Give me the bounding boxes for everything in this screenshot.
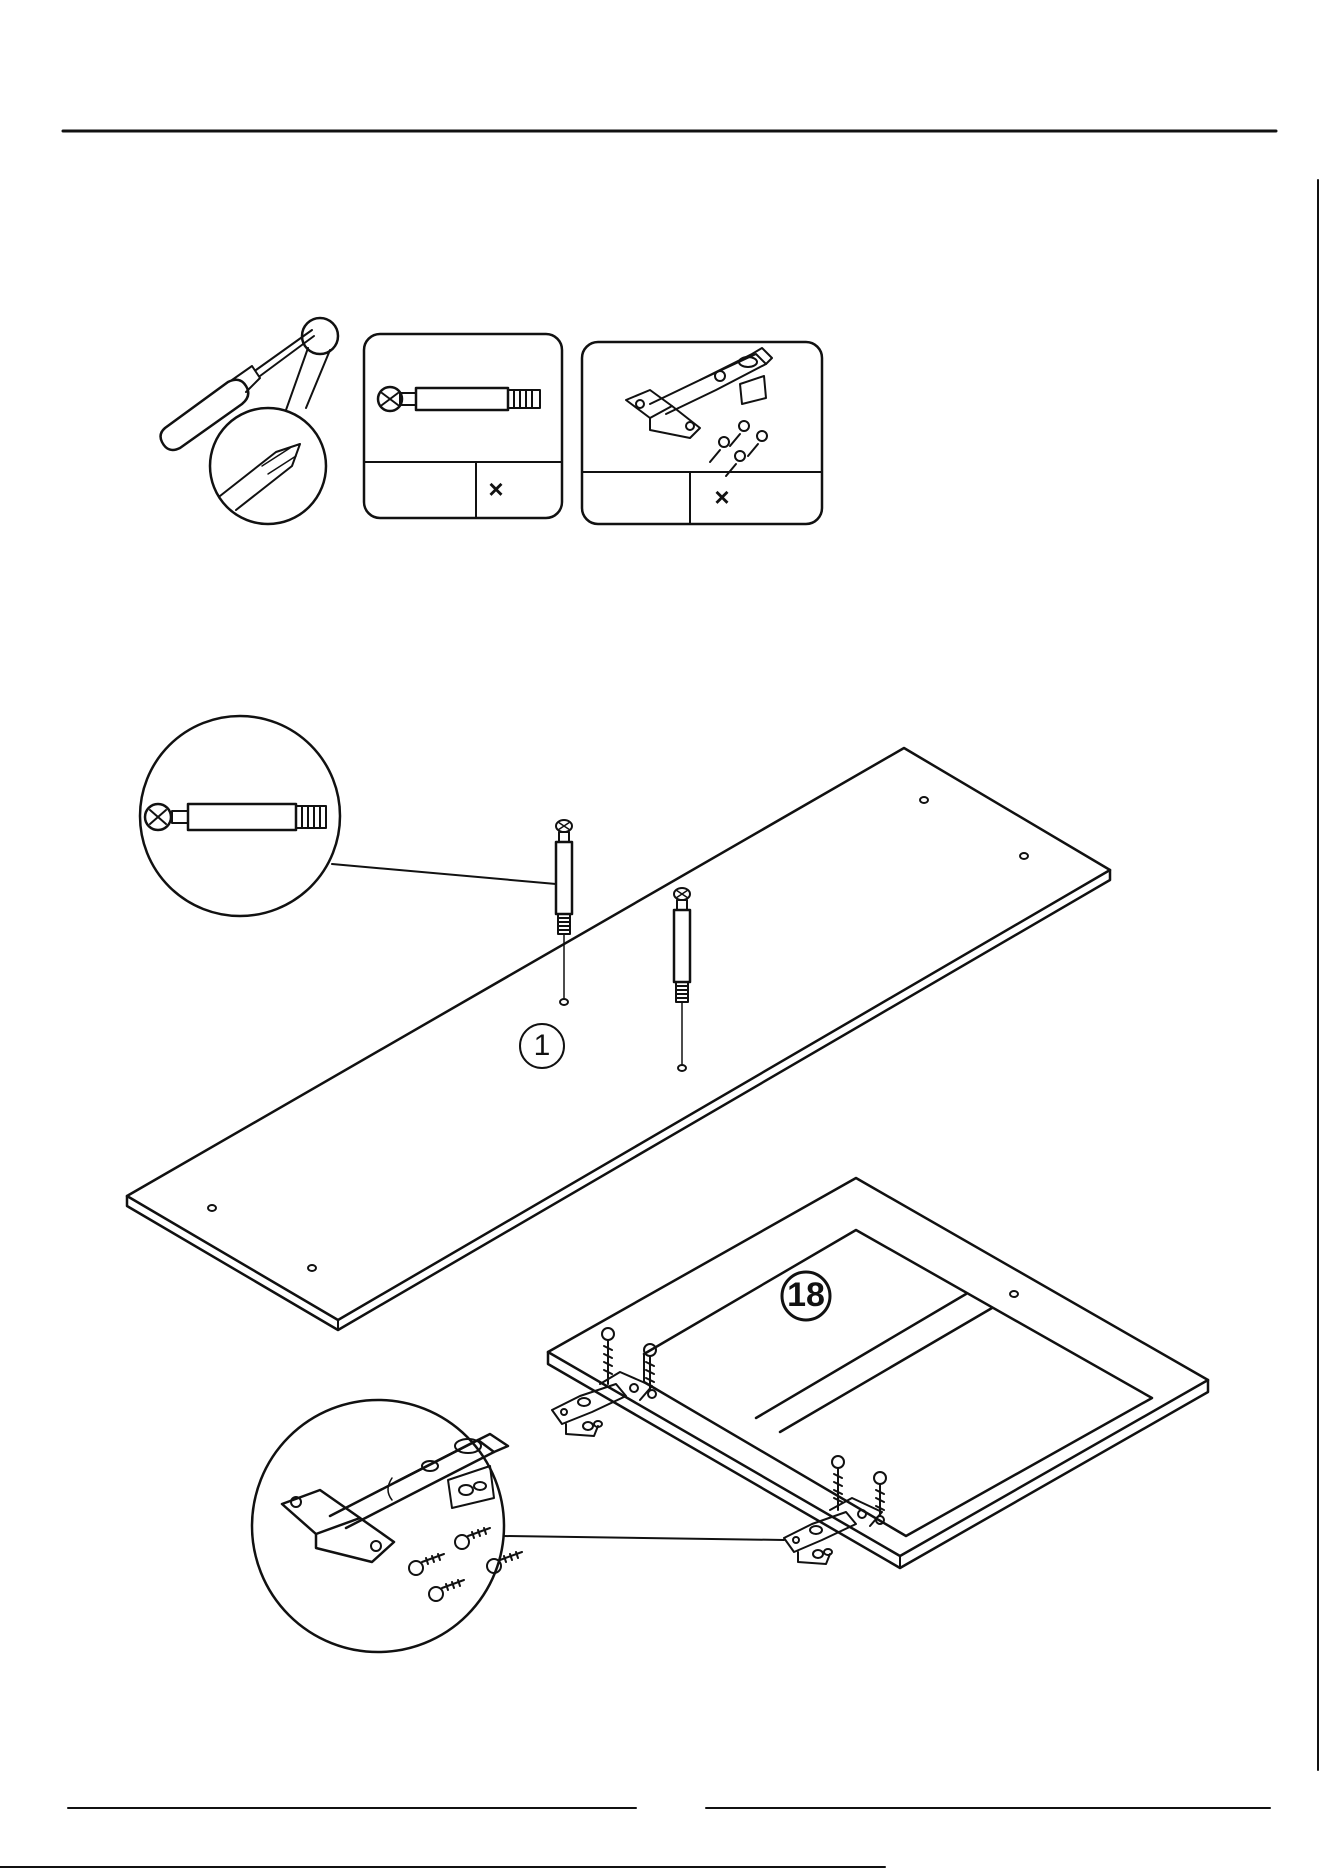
panel-part-1 [127,748,1110,1330]
screwdriver-tip-magnified [210,408,326,524]
cam-bolt-detail-magnified [140,716,556,916]
hardware-box-cam-bolt [364,334,562,518]
screwdriver-icon [161,318,338,524]
cam-bolt-inserted-2 [674,888,690,1064]
hinge-installed-1 [552,1328,656,1436]
hinge-times-sign: × [702,484,742,510]
hinge-with-screws-icon [626,348,772,476]
hinge-detail-magnified [252,1400,784,1652]
part-number-18: 18 [782,1278,830,1312]
cam-bolt-inserted-1 [556,820,572,998]
cam-bolt-times-sign: × [476,476,516,502]
cam-bolt-icon [378,387,540,411]
part-number-1: 1 [526,1031,558,1061]
